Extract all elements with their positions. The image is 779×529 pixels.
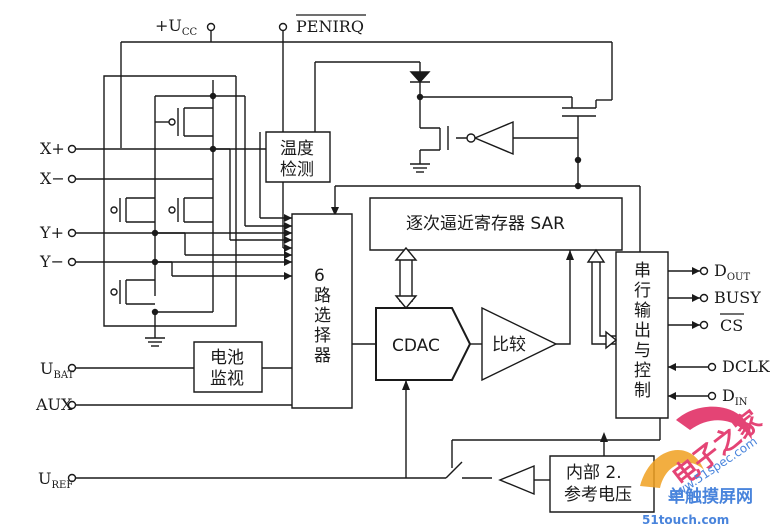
- penirq-pin-label: PENIRQ: [296, 17, 364, 36]
- junction-dots: [151, 92, 582, 316]
- mux-label-char: 择: [314, 326, 331, 346]
- mux-label-char: 选: [314, 306, 331, 326]
- serial-control-block: [616, 252, 668, 418]
- diode-icon: [410, 72, 430, 82]
- mux-label: 6 路 选 择 器: [314, 266, 331, 366]
- temperature-label-line2: 检测: [280, 160, 314, 180]
- xp-pin-label: X+: [40, 139, 65, 158]
- mux-label-char: 路: [314, 286, 331, 306]
- multiplexer-block: [292, 214, 352, 408]
- reference-block: [550, 456, 654, 512]
- watermark-swirl-icon: [640, 449, 704, 488]
- mux-arrowheads: [284, 207, 339, 280]
- dout-pin-label: DOUT: [714, 261, 750, 283]
- comparator-label: 比较: [492, 335, 526, 355]
- serial-label-char: 行: [634, 281, 651, 301]
- serial-label-char: 串: [634, 261, 651, 281]
- battery-label-line2: 监视: [210, 369, 244, 389]
- xm-pin-label: X−: [40, 169, 65, 188]
- serial-label-char: 与: [634, 341, 651, 361]
- serial-io-lines: [668, 271, 708, 396]
- busy-pin-label: BUSY: [714, 288, 761, 307]
- watermark-swirl-icon: [676, 406, 752, 440]
- battery-monitor-block: [194, 342, 262, 392]
- sar-cdac-bus: [396, 248, 416, 308]
- reference-label-line1: 内部 2.: [566, 463, 622, 483]
- serial-label: 串 行 输 出 与 控 制: [634, 261, 651, 401]
- ubat-pin-label: UBAT: [40, 359, 75, 381]
- watermark-site-text: 单触摸屏网: [668, 486, 753, 507]
- dclk-pin-label: DCLK: [722, 357, 771, 376]
- top-wiring: [121, 30, 640, 252]
- cs-pin-label: CS: [720, 316, 743, 335]
- aux-pin-label: AUX: [35, 395, 73, 414]
- sar-label: 逐次逼近寄存器 SAR: [406, 214, 565, 234]
- mux-label-char: 器: [314, 346, 331, 366]
- mux-label-char: 6: [314, 266, 325, 286]
- serial-label-char: 制: [634, 381, 651, 401]
- yp-pin-label: Y+: [39, 223, 64, 242]
- vcc-pin-label: +UCC: [155, 16, 198, 38]
- din-pin-label: DIN: [722, 386, 748, 408]
- uref-pin-label: UREF: [38, 469, 73, 491]
- watermark: 电子之家 www.51spec.com 单触摸屏网 51touch.com: [640, 405, 767, 527]
- switch-matrix: [104, 76, 236, 346]
- temperature-label-line1: 温度: [280, 139, 314, 159]
- sar-register-block: [370, 198, 622, 250]
- serial-label-char: 控: [634, 361, 651, 381]
- serial-label-char: 输: [634, 301, 651, 321]
- serial-label-char: 出: [634, 321, 651, 341]
- battery-label-line1: 电池: [210, 348, 244, 368]
- cdac-label: CDAC: [392, 336, 440, 356]
- temperature-sensor-block: [266, 132, 330, 182]
- buffer-icon: [467, 122, 513, 154]
- ym-pin-label: Y−: [39, 252, 64, 271]
- pin-terminals: [69, 24, 716, 482]
- reference-buffer-icon: [500, 466, 534, 494]
- cdac-block: [376, 308, 470, 380]
- reference-label-line2: 参考电压: [564, 485, 632, 505]
- watermark-domain-text: 51touch.com: [642, 513, 729, 527]
- sar-serial-bus: [588, 250, 616, 348]
